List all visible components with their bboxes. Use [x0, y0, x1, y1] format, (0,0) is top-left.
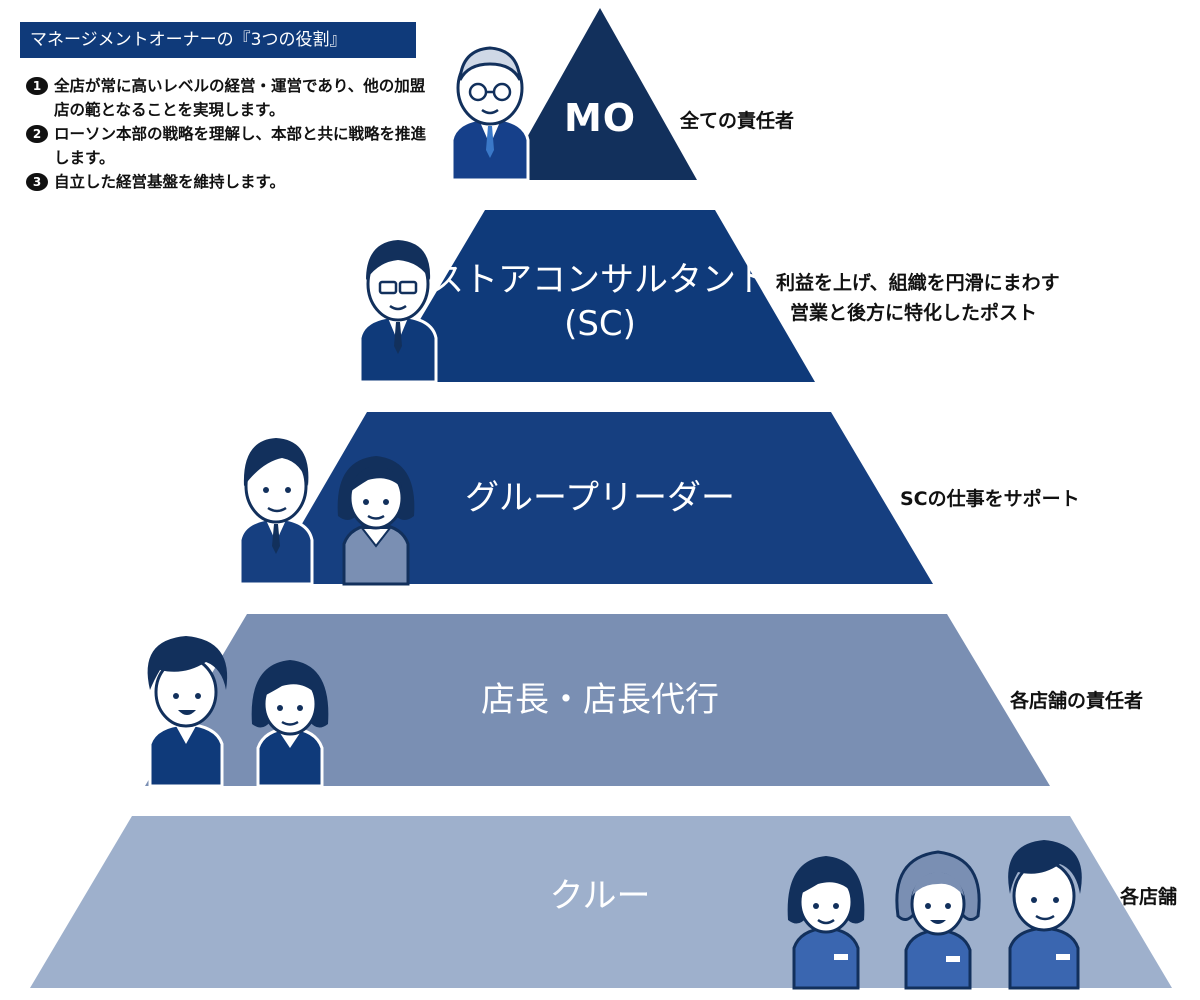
tier-label-sc-abbr: (SC) [564, 304, 636, 344]
group-leader-man-icon [238, 438, 314, 586]
roles-list: 1 全店が常に高いレベルの経営・運営であり、他の加盟店の範となることを実現します… [26, 74, 436, 194]
tier-manager-shape [145, 614, 1050, 786]
store-manager-man-icon [147, 636, 228, 788]
tier-desc-group-leader: SCの仕事をサポート [900, 488, 1080, 510]
tier-mo-shape [503, 8, 697, 180]
number-badge: 2 [26, 125, 48, 143]
consultant-icon [358, 240, 438, 384]
tier-sc-shape [383, 210, 815, 382]
tier-desc-sc: 利益を上げ、組織を円滑にまわす [776, 272, 1060, 294]
crew-older-woman-icon [895, 850, 981, 990]
tier-label-crew: クルー [549, 876, 651, 916]
role-item: 2 ローソン本部の戦略を理解し、本部と共に戦略を推進します。 [26, 122, 436, 170]
crew-woman-icon [787, 856, 865, 990]
number-badge: 1 [26, 77, 48, 95]
role-text: 自立した経営基盤を維持します。 [54, 173, 285, 191]
tier-label-group-leader: グループリーダー [465, 478, 735, 518]
tier-desc-store-manager: 各店舗の責任者 [1010, 690, 1144, 712]
tier-gl-shape [267, 412, 933, 584]
tier-label-store-manager: 店長・店長代行 [481, 680, 719, 720]
group-leader-woman-icon [337, 456, 415, 586]
tier-crew-shape [30, 816, 1172, 988]
crew-man-icon [1008, 840, 1082, 990]
tier-desc-sc-2: 営業と後方に特化したポスト [790, 302, 1038, 324]
tier-label-mo: MO [563, 96, 637, 140]
role-item: 3 自立した経営基盤を維持します。 [26, 170, 436, 194]
role-text: ローソン本部の戦略を理解し、本部と共に戦略を推進します。 [54, 125, 427, 167]
role-text: 全店が常に高いレベルの経営・運営であり、他の加盟店の範となることを実現します。 [54, 77, 426, 119]
tier-label-sc: ストアコンサルタント [430, 260, 770, 300]
role-item: 1 全店が常に高いレベルの経営・運営であり、他の加盟店の範となることを実現します… [26, 74, 436, 122]
tier-desc-mo: 全ての責任者 [680, 110, 795, 132]
manager-elder-icon [450, 46, 530, 182]
number-badge: 3 [26, 173, 48, 191]
roles-title: マネージメントオーナーの『3つの役割』 [20, 22, 416, 58]
store-manager-woman-icon [251, 660, 329, 788]
tier-desc-crew: 各店舗 [1120, 886, 1178, 908]
